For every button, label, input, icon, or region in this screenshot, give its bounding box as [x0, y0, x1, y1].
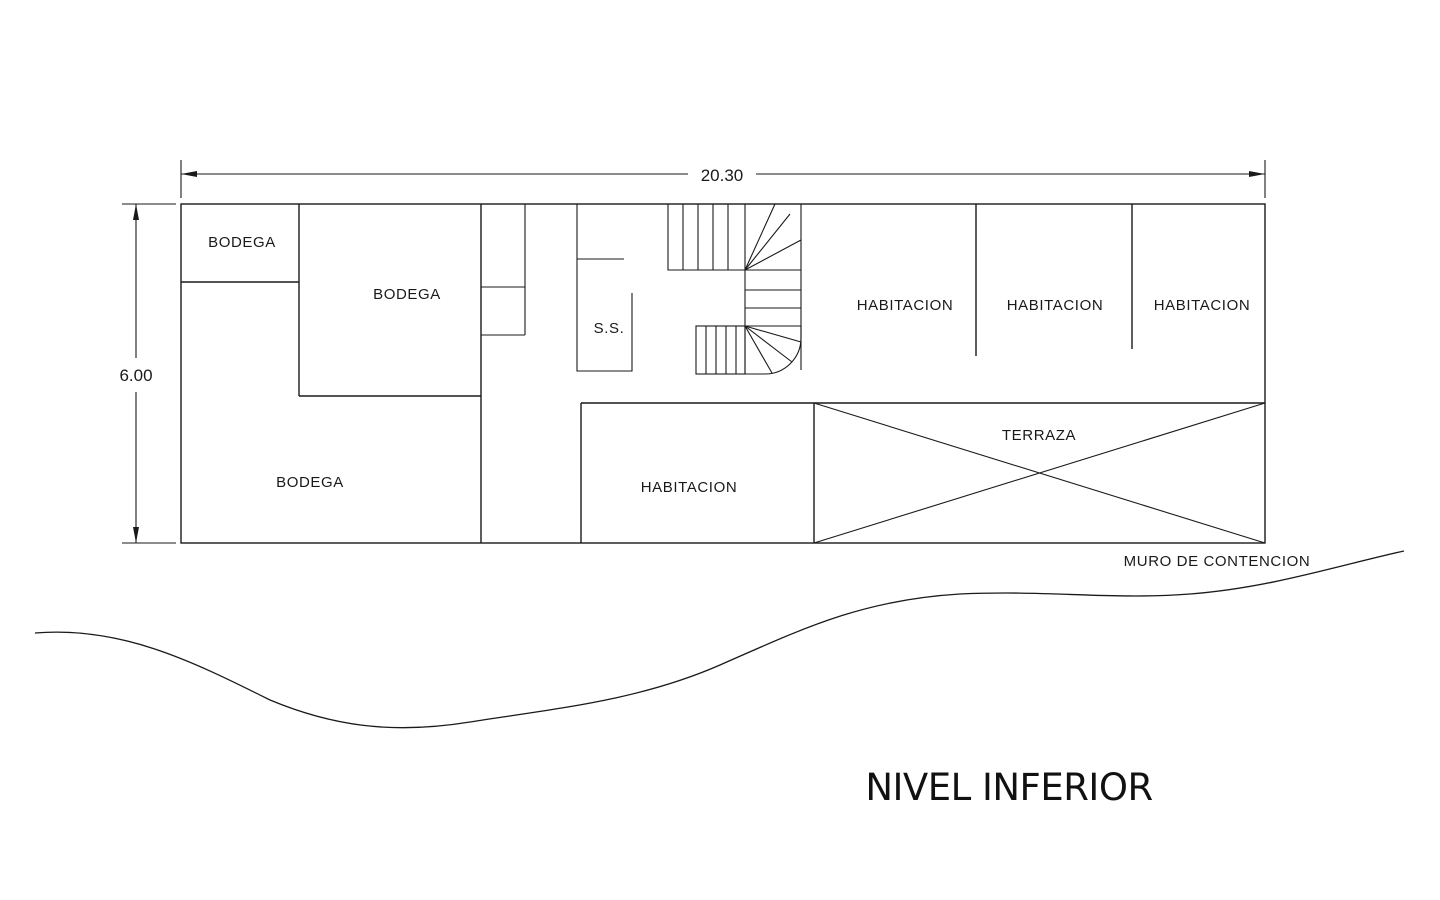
bathroom: [576, 204, 633, 372]
room-label-terraza: TERRAZA: [1002, 427, 1076, 444]
height-dimension-label: 6.00: [119, 366, 152, 385]
room-label-bathroom: S.S.: [594, 320, 625, 337]
room-label-bodega-small: BODEGA: [208, 234, 276, 251]
terraza-cross-line: [813, 402, 1266, 544]
room-label-habitacion-1: HABITACION: [857, 297, 954, 314]
stair-winder: [744, 325, 802, 343]
room-label-habitacion-lower: HABITACION: [641, 479, 738, 496]
habitacion-partitions: [975, 204, 1133, 356]
room-label-habitacion-3: HABITACION: [1154, 297, 1251, 314]
height-dimension: 6.00: [119, 203, 176, 544]
height-dimension-bottom-arrow: [133, 527, 139, 543]
closet: [481, 204, 526, 336]
stair-winder: [744, 325, 793, 363]
stair-winder: [744, 239, 802, 271]
stair-upper-outline: [667, 204, 745, 271]
width-dimension-label: 20.30: [701, 166, 744, 185]
lower-rooms: [580, 402, 1266, 544]
terrain-line: [34, 550, 1405, 729]
stair-winder: [744, 213, 791, 271]
width-dimension-left-arrow: [181, 171, 197, 177]
stair-winder: [744, 325, 773, 374]
stair-winder: [744, 203, 776, 271]
outer-wall: [180, 203, 1266, 544]
room-label-habitacion-2: HABITACION: [1007, 297, 1104, 314]
bathroom-walls: [576, 204, 633, 372]
bodega-partitions: [181, 204, 482, 543]
height-dimension-top-arrow: [133, 204, 139, 220]
room-label-bodega-middle: BODEGA: [373, 286, 441, 303]
retaining-wall-label: MURO DE CONTENCION: [1124, 553, 1311, 570]
width-dimension-right-arrow: [1249, 171, 1265, 177]
plan-title: NIVEL INFERIOR: [865, 766, 1152, 809]
room-label-bodega-large: BODEGA: [276, 474, 344, 491]
width-dimension: 20.30: [180, 160, 1266, 198]
stairs: [667, 203, 802, 375]
stair-lower-flight: [695, 325, 746, 375]
stair-lower-winder-outline: [744, 325, 802, 375]
